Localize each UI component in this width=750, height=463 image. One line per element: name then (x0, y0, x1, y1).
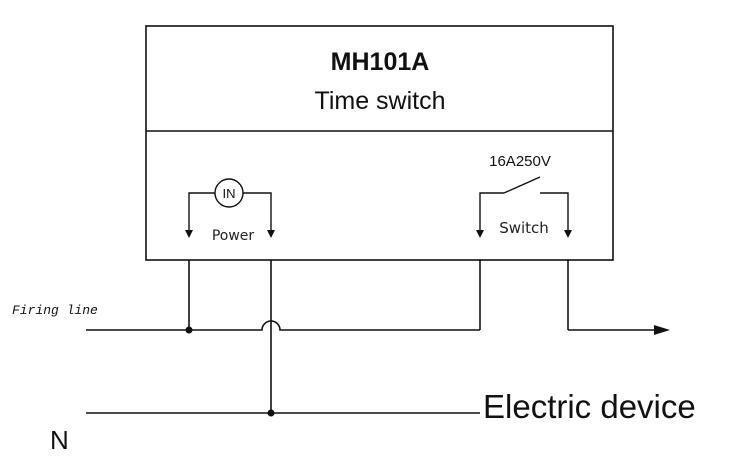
firing-line-label: Firing line (12, 303, 98, 318)
switch-contact (503, 176, 541, 194)
power-label: Power (212, 228, 255, 244)
device-outline (145, 25, 614, 261)
junction-dot (267, 409, 275, 417)
arrow-down-icon (267, 230, 275, 238)
power-terminal (188, 178, 272, 232)
switch-lead-right (540, 192, 569, 232)
external-wiring (86, 260, 656, 414)
power-lead-right (243, 192, 272, 232)
power-arrows (185, 230, 275, 238)
arrow-down-icon (185, 230, 193, 238)
device-model: MH101A (331, 48, 430, 76)
junctions (185, 325, 670, 417)
arrow-down-icon (476, 230, 484, 238)
device-type: Time switch (314, 87, 445, 115)
device-box (145, 25, 614, 261)
switch-terminal (479, 176, 569, 232)
switch-arrows (476, 230, 572, 238)
arrow-right-icon (654, 325, 670, 335)
switch-rating: 16A250V (489, 153, 551, 170)
neutral-label: N (50, 425, 69, 455)
switch-lead-left (479, 192, 504, 232)
power-lead-left (188, 192, 215, 232)
switch-label: Switch (499, 219, 549, 237)
junction-dot (185, 326, 193, 334)
power-symbol: IN (223, 186, 236, 201)
arrow-down-icon (564, 230, 572, 238)
firing-line-wire (86, 320, 480, 331)
load-label: Electric device (483, 388, 696, 425)
